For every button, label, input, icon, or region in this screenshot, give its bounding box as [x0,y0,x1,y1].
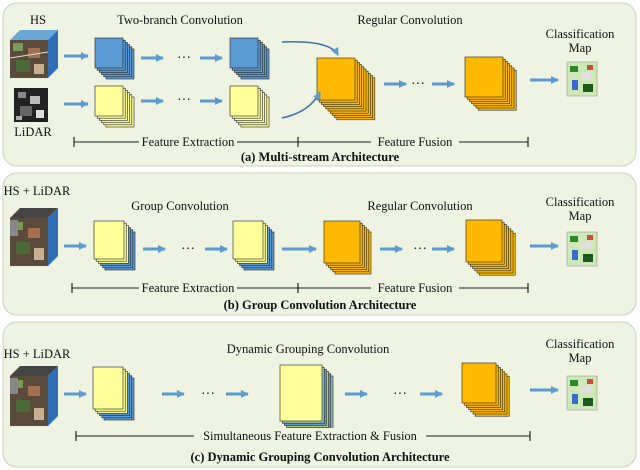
dots-c-second: ··· [393,387,407,402]
panel-b-background [2,172,637,316]
caption-a: (a) Multi-stream Architecture [241,150,400,164]
caption-b: (b) Group Convolution Architecture [224,298,417,312]
feature-extraction-label-a: Feature Extraction [142,135,235,149]
classification-map-icon [566,61,598,97]
map-title-c: Map [569,351,592,365]
two-branch-title: Two-branch Convolution [117,13,244,27]
group-block-c1 [92,366,135,421]
dots-a-bottom: ··· [177,93,191,108]
hs-label: HS [30,13,46,27]
panel-c-feature-blocks [64,362,559,433]
blue-block-a1 [94,37,135,80]
feature-extraction-label-b: Feature Extraction [142,281,235,295]
simultaneous-label-c: Simultaneous Feature Extraction & Fusion [203,429,418,443]
orange-block-b2 [465,219,516,276]
orange-block-c [461,362,510,417]
orange-block-a2 [464,56,517,111]
hs-lidar-cube-icon-b [10,208,58,266]
classification-title-a: Classification [546,27,615,41]
dots-a-top: ··· [177,51,191,66]
dots-b-group: ··· [181,242,195,257]
group-block-b1 [93,220,136,271]
classification-title-b: Classification [546,195,615,209]
classification-map-icon-b [566,231,598,267]
group-block-b2 [232,220,275,271]
feature-fusion-label-a: Feature Fusion [378,135,453,149]
hs-lidar-label-b: HS + LiDAR [4,184,71,198]
dynamic-grouping-title: Dynamic Grouping Convolution [227,342,390,356]
group-conv-title: Group Convolution [131,199,229,213]
merge-arrow-top [281,41,339,56]
classification-title-c: Classification [546,337,615,351]
lidar-label: LiDAR [14,125,52,139]
map-title-b: Map [569,209,592,223]
dynamic-block-c [279,364,334,433]
orange-block-b1 [323,220,372,275]
map-title-a: Map [569,41,592,55]
hs-cube-icon [9,30,58,78]
orange-block-a1 [316,57,376,121]
yellow-block-a2 [229,85,270,128]
yellow-block-a1 [94,85,135,128]
classification-map-icon-c [566,375,598,411]
lidar-icon [14,88,48,122]
dots-b-regular: ··· [413,242,427,257]
regular-conv-title-a: Regular Convolution [357,13,463,27]
blue-block-a2 [229,37,270,80]
hs-lidar-label-c: HS + LiDAR [4,347,71,361]
caption-c: (c) Dynamic Grouping Convolution Archite… [190,450,449,464]
dots-a-fusion: ··· [411,77,425,92]
merge-arrow-bottom [281,91,321,119]
hs-lidar-cube-icon-c [10,366,58,426]
feature-fusion-label-b: Feature Fusion [378,281,453,295]
regular-conv-title-b: Regular Convolution [367,199,473,213]
dots-c-first: ··· [201,387,215,402]
panel-b-feature-blocks [64,219,559,276]
panel-a-feature-blocks [64,37,559,128]
